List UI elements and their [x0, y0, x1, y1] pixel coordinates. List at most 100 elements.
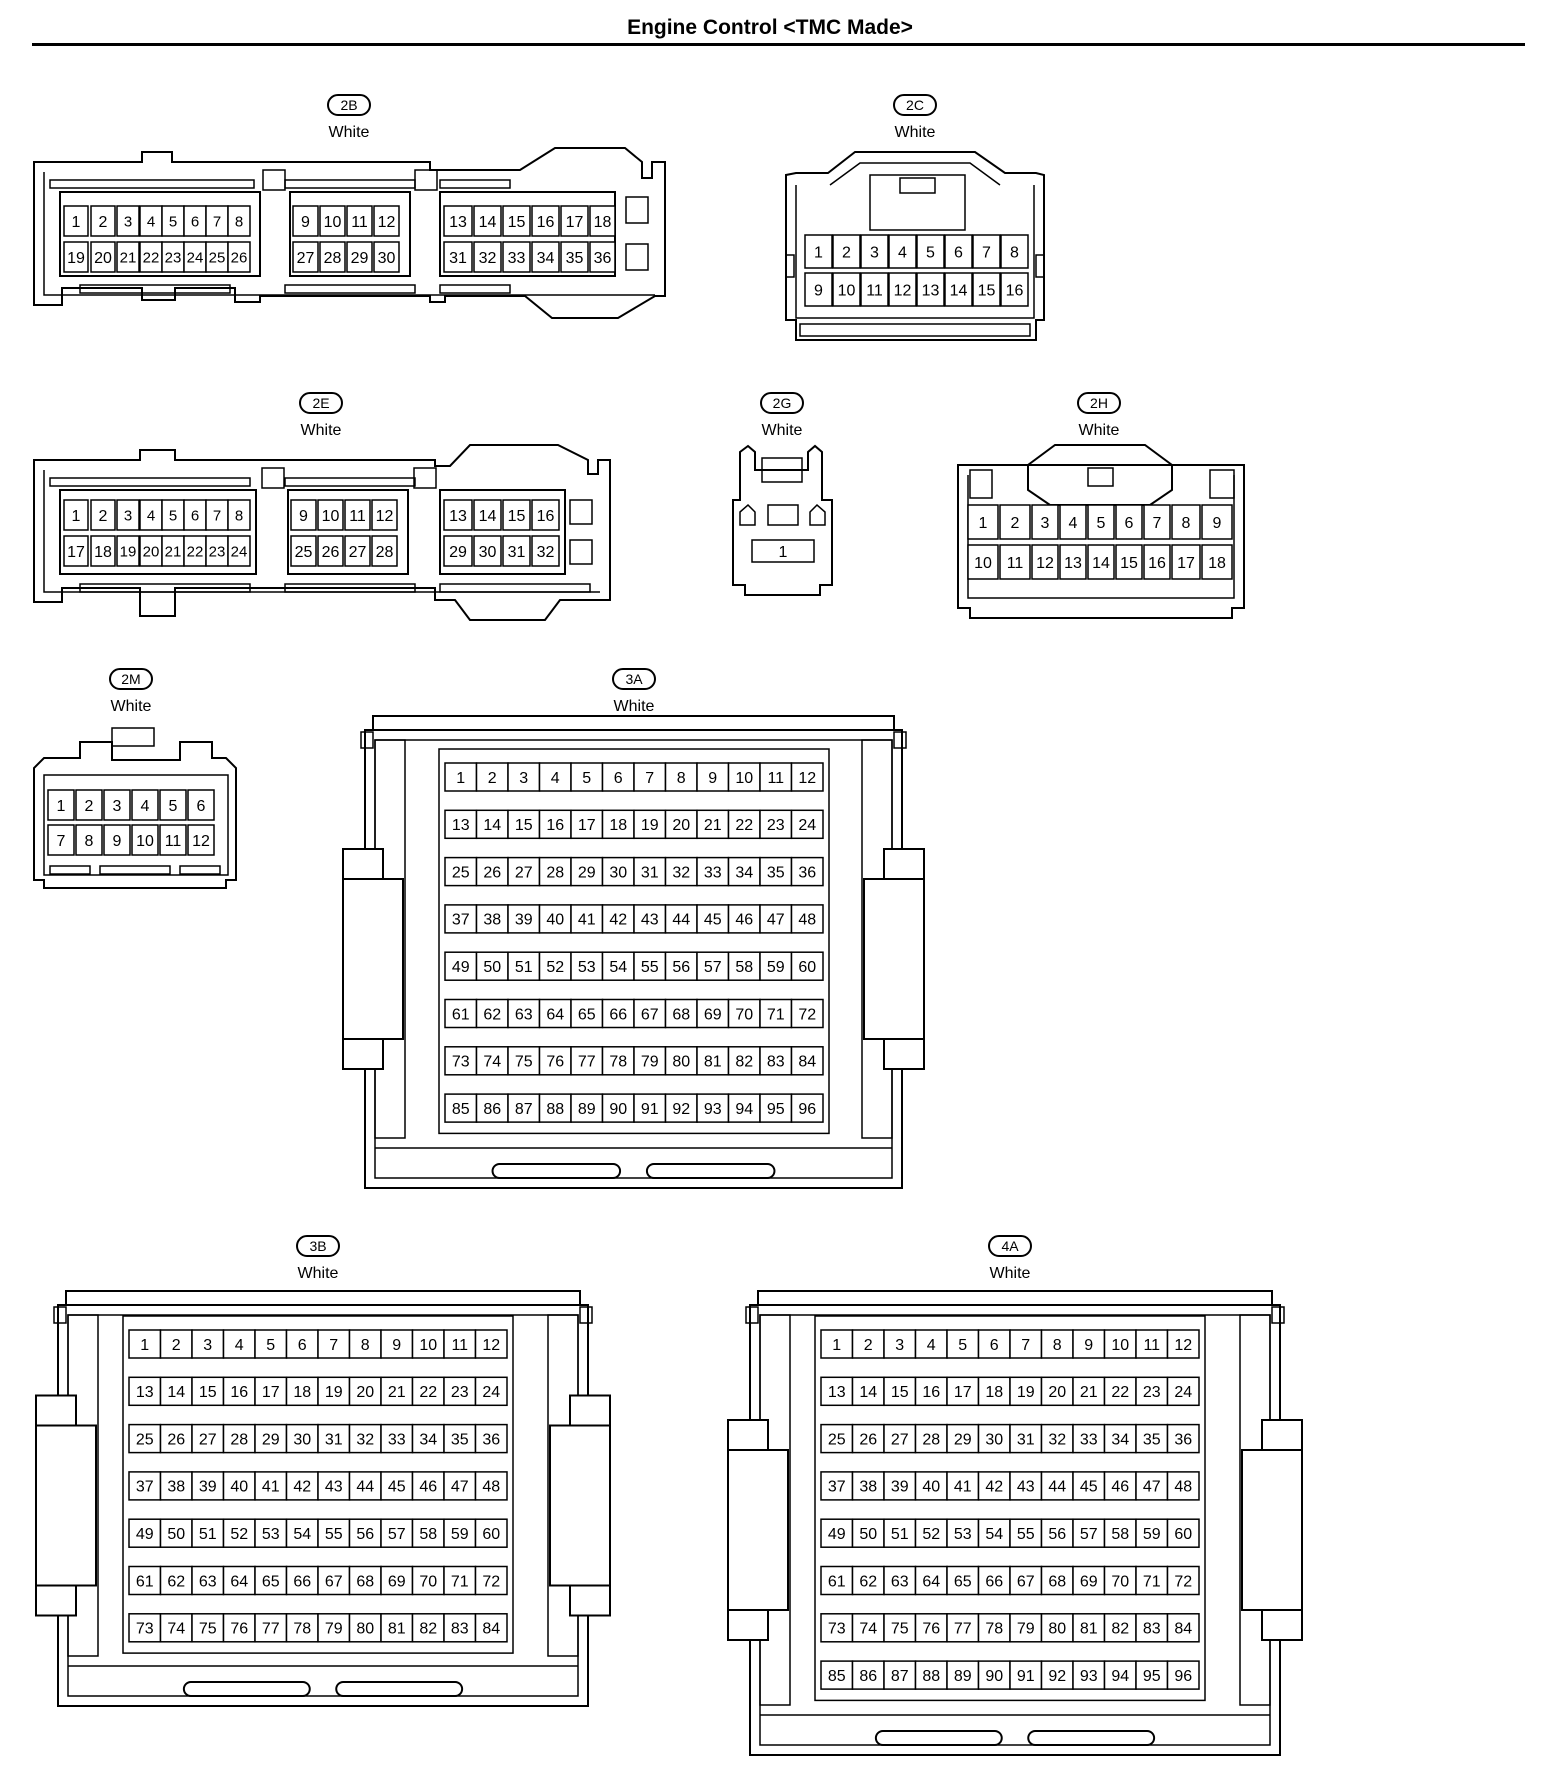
pin-cell	[633, 998, 667, 1029]
pin-cell	[159, 1376, 193, 1407]
pin-cell	[371, 535, 398, 567]
pin-cell	[727, 904, 761, 934]
pin-cell	[475, 856, 509, 887]
pin-number: 65	[954, 1573, 972, 1590]
pin-cell	[411, 1613, 445, 1643]
pin-number: 54	[985, 1526, 1003, 1543]
pin-cell	[443, 241, 473, 273]
pin-number: 25	[828, 1431, 846, 1448]
pin-cell	[63, 205, 89, 237]
pin-cell	[222, 1518, 256, 1548]
pin-cell	[977, 1660, 1011, 1690]
pin-number: 15	[508, 508, 526, 525]
connector-3a-code-badge: 3A	[612, 668, 656, 690]
pin-number: 49	[136, 1526, 154, 1543]
pin-number: 44	[672, 912, 690, 929]
pin-number: 4	[147, 213, 155, 230]
pin-number: 17	[566, 214, 584, 231]
pin-number: 78	[985, 1621, 1003, 1638]
pin-cell	[1009, 1518, 1043, 1548]
pin-number: 21	[165, 543, 182, 560]
pin-number: 94	[735, 1101, 753, 1118]
pin-cell	[946, 1518, 980, 1548]
pin-number: 50	[167, 1526, 185, 1543]
pin-number: 4	[235, 1337, 244, 1354]
pin-cell	[946, 1329, 980, 1359]
pin-cell	[589, 205, 616, 237]
pin-cell	[103, 789, 131, 821]
pin-number: 31	[325, 1431, 343, 1448]
pin-number: 17	[954, 1384, 972, 1401]
pin-number: 1	[72, 214, 81, 231]
pin-cell	[475, 1093, 509, 1123]
pin-cell	[222, 1376, 256, 1407]
pin-number: 2	[85, 798, 94, 815]
pin-number: 5	[958, 1337, 967, 1354]
pin-number: 47	[1143, 1479, 1161, 1496]
pin-number: 53	[954, 1526, 972, 1543]
pin-number: 15	[515, 817, 533, 834]
pin-number: 10	[136, 833, 154, 850]
pin-number: 9	[392, 1337, 401, 1354]
pin-number: 28	[922, 1431, 940, 1448]
pin-number: 60	[798, 959, 816, 976]
pin-number: 65	[262, 1573, 280, 1590]
pin-number: 81	[704, 1054, 722, 1071]
pin-number: 30	[479, 544, 497, 561]
pin-number: 26	[483, 864, 501, 881]
pin-cell	[589, 241, 616, 273]
pin-number: 57	[704, 959, 722, 976]
pin-cell	[531, 205, 560, 237]
pin-number: 41	[954, 1479, 972, 1496]
pin-cell	[1087, 544, 1115, 580]
pin-cell	[538, 856, 572, 887]
pin-number: 6	[197, 798, 206, 815]
pin-number: 57	[388, 1526, 406, 1543]
pin-number: 24	[231, 543, 248, 560]
pin-number: 8	[85, 833, 94, 850]
pin-number: 85	[828, 1668, 846, 1685]
pin-cell	[159, 1613, 193, 1643]
pin-cell	[131, 824, 159, 856]
pin-number: 26	[167, 1431, 185, 1448]
pin-number: 40	[922, 1479, 940, 1496]
pin-number: 62	[859, 1573, 877, 1590]
connector-2e-code-badge: 2E	[299, 392, 343, 414]
pin-cell	[348, 1565, 382, 1596]
pin-number: 82	[1111, 1621, 1129, 1638]
pin-number: 6	[614, 770, 623, 787]
pin-number: 9	[113, 833, 122, 850]
pin-cell	[946, 1565, 980, 1596]
pin-number: 46	[1111, 1479, 1129, 1496]
pin-number: 1	[779, 544, 788, 561]
pin-number: 76	[546, 1054, 564, 1071]
pin-cell	[883, 1660, 917, 1690]
pin-number: 71	[767, 1006, 785, 1023]
pin-number: 26	[322, 544, 340, 561]
pin-number: 10	[974, 555, 992, 572]
pin-cell	[1201, 504, 1233, 540]
pin-cell	[47, 824, 75, 856]
pin-cell	[254, 1423, 288, 1454]
pin-cell	[914, 1329, 948, 1359]
pin-number: 55	[325, 1526, 343, 1543]
pin-number: 32	[537, 544, 555, 561]
pin-number: 32	[1048, 1431, 1066, 1448]
pin-number: 2	[172, 1337, 181, 1354]
pin-cell	[967, 544, 999, 580]
pin-number: 18	[609, 817, 627, 834]
pin-cell	[1059, 504, 1087, 540]
pin-number: 29	[954, 1431, 972, 1448]
pin-number: 14	[950, 282, 968, 299]
pin-number: 18	[1208, 555, 1226, 572]
pin-cell	[696, 809, 730, 840]
pin-cell	[944, 234, 973, 269]
pin-number: 86	[859, 1668, 877, 1685]
pin-number: 10	[735, 770, 753, 787]
pin-number: 5	[582, 770, 591, 787]
connector-2g-color: White	[761, 422, 803, 439]
pin-number: 2	[864, 1337, 873, 1354]
pin-number: 80	[672, 1054, 690, 1071]
pin-number: 58	[1111, 1526, 1129, 1543]
